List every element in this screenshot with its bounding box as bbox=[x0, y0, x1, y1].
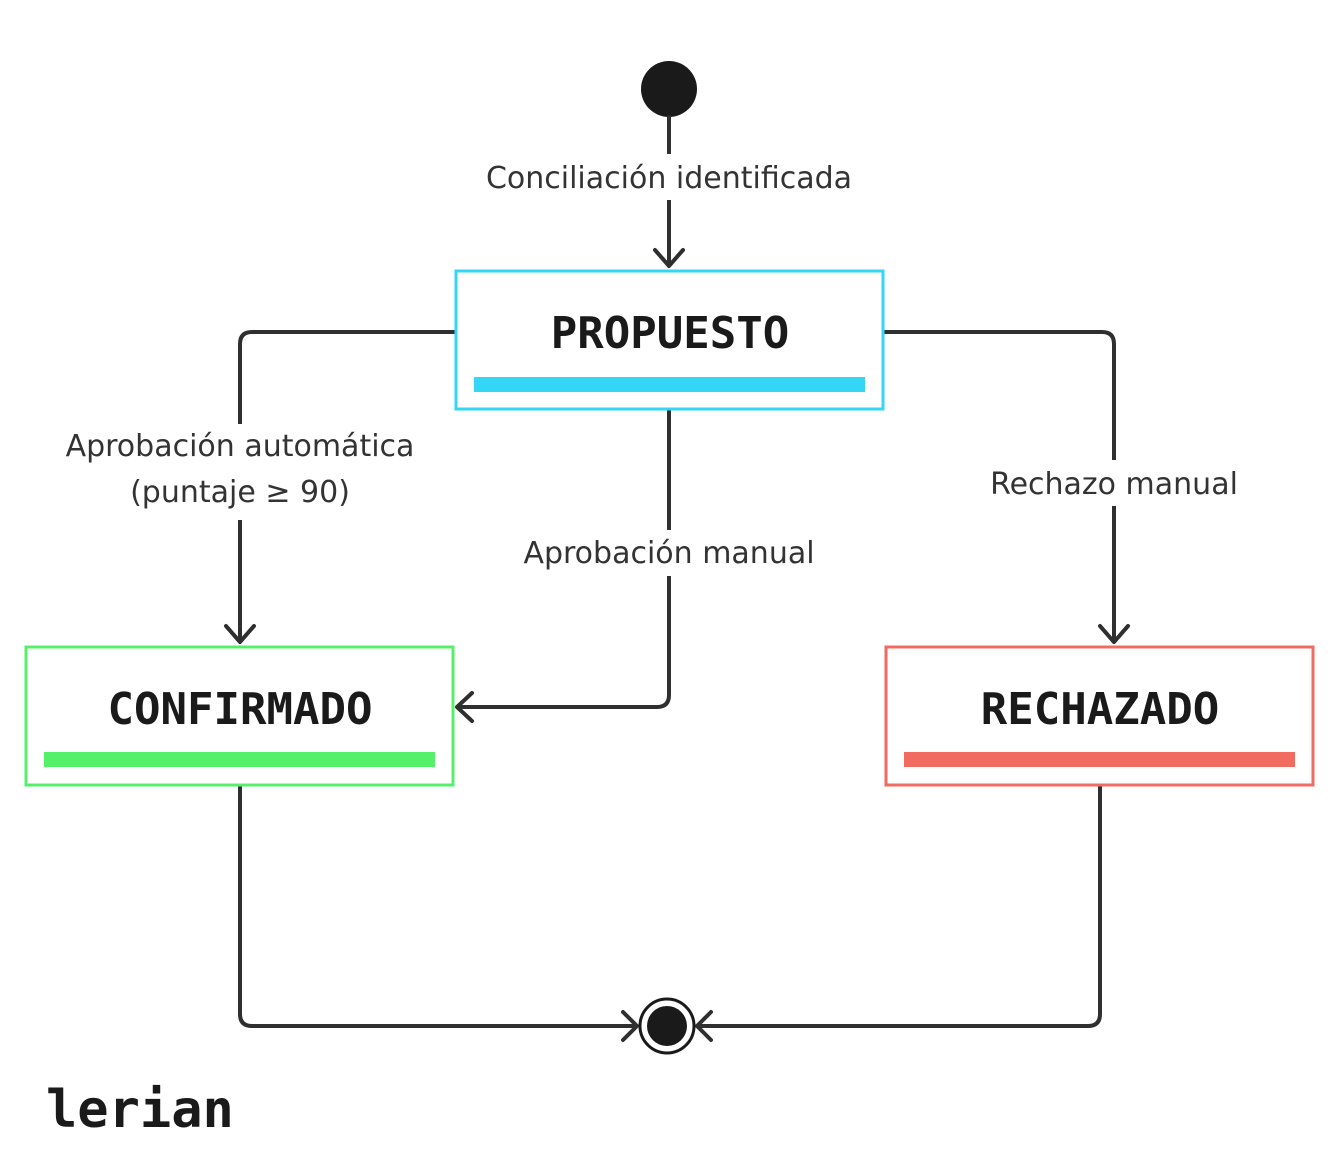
label-aprobacion-manual: Aprobación manual bbox=[523, 536, 814, 571]
label-bg bbox=[58, 424, 422, 520]
arrowhead-confirmado-top bbox=[224, 624, 256, 644]
label-puntaje: (puntaje ≥ 90) bbox=[130, 475, 350, 510]
state-propuesto: PROPUESTO bbox=[454, 269, 885, 411]
brand-logo: lerian bbox=[46, 1080, 234, 1140]
state-rechazado-accent-bar bbox=[904, 752, 1295, 767]
final-state-core bbox=[647, 1006, 687, 1046]
state-confirmado: CONFIRMADO bbox=[24, 645, 455, 787]
state-propuesto-accent-bar bbox=[474, 377, 865, 392]
edge-confirmado-to-final bbox=[238, 784, 636, 1028]
label-aprobacion-automatica: Aprobación automática bbox=[66, 429, 415, 464]
state-rechazado-title: RECHAZADO bbox=[981, 684, 1219, 735]
edge-propuesto-to-rechazado bbox=[883, 330, 1116, 639]
label-bg bbox=[984, 460, 1244, 506]
arrowhead-final-right bbox=[695, 1010, 713, 1042]
edge-propuesto-to-confirmado-auto bbox=[238, 330, 456, 639]
arrowhead-final-left bbox=[621, 1010, 639, 1042]
label-bg bbox=[480, 154, 858, 200]
state-confirmado-accent-bar bbox=[44, 752, 435, 767]
edge-rechazado-to-final bbox=[698, 784, 1102, 1028]
arrowhead-rechazado bbox=[1098, 624, 1130, 644]
arrowhead-confirmado-right bbox=[455, 691, 474, 723]
label-bg bbox=[514, 530, 824, 576]
state-propuesto-title: PROPUESTO bbox=[551, 308, 789, 359]
initial-state-node bbox=[641, 61, 697, 117]
state-rechazado: RECHAZADO bbox=[884, 645, 1315, 787]
state-confirmado-title: CONFIRMADO bbox=[108, 684, 373, 735]
label-rechazo-manual: Rechazo manual bbox=[990, 467, 1238, 502]
label-conciliacion-identificada: Conciliación identificada bbox=[486, 161, 852, 196]
edge-propuesto-to-confirmado-manual bbox=[458, 408, 671, 709]
arrowhead-propuesto bbox=[653, 248, 685, 268]
